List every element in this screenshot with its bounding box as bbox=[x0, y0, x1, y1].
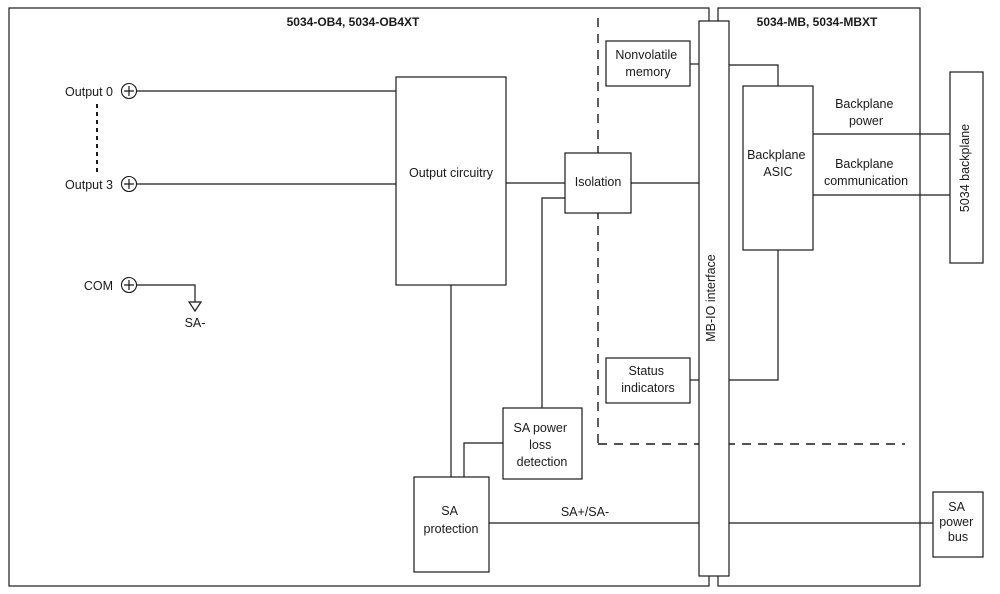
output-circuitry-label: Output circuitry bbox=[409, 166, 494, 180]
output3-terminal-icon bbox=[120, 175, 138, 193]
sa-ground-icon bbox=[187, 301, 203, 313]
sa-power-loss-detection-label: SA power loss detection bbox=[514, 421, 571, 469]
backplane-asic-label: Backplane ASIC bbox=[747, 148, 809, 179]
sa-protection-label: SA protection bbox=[424, 504, 479, 536]
output3-label: Output 3 bbox=[65, 178, 113, 192]
sa-power-loss-detection-block bbox=[502, 407, 583, 480]
com-terminal-icon bbox=[120, 276, 138, 294]
sa-protection-block bbox=[413, 476, 490, 573]
sa-bus-label: SA+/SA- bbox=[561, 505, 609, 519]
right-module-title: 5034-MB, 5034-MBXT bbox=[757, 15, 878, 29]
backplane-asic-block bbox=[742, 85, 814, 251]
isolation-label: Isolation bbox=[575, 175, 622, 189]
output-circuitry-block bbox=[395, 76, 507, 286]
output0-label: Output 0 bbox=[65, 85, 113, 99]
status-indicators-label: Status indicators bbox=[621, 364, 675, 395]
backplane-5034-block bbox=[949, 71, 984, 264]
output0-terminal-icon bbox=[120, 82, 138, 100]
sa-minus-label: SA- bbox=[185, 316, 206, 330]
nonvolatile-memory-label: Nonvolatile memory bbox=[615, 48, 680, 79]
sa-power-bus-label: SA power bus bbox=[939, 500, 977, 544]
left-module-frame bbox=[8, 7, 710, 587]
com-label: COM bbox=[84, 279, 113, 293]
backplane-power-label: Backplane power bbox=[835, 97, 897, 128]
backplane-communication-label: Backplane communication bbox=[824, 157, 908, 188]
sa-power-bus-block bbox=[932, 491, 984, 558]
mbio-interface-block bbox=[698, 20, 730, 577]
backplane-5034-label: 5034 backplane bbox=[958, 124, 972, 212]
status-indicators-block bbox=[605, 357, 691, 404]
mbio-interface-label: MB-IO interface bbox=[704, 254, 718, 342]
left-module-title: 5034-OB4, 5034-OB4XT bbox=[287, 15, 420, 29]
